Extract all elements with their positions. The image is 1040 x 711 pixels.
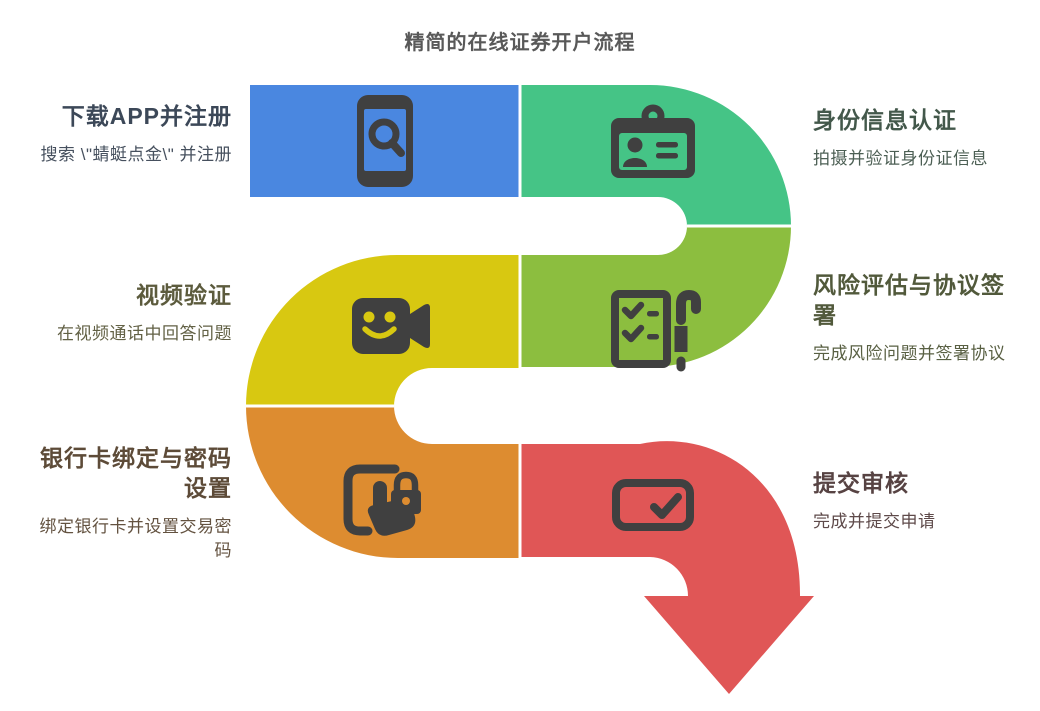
step-title: 风险评估与协议签署	[813, 272, 1005, 328]
step-label-identity: 身份信息认证 拍摄并验证身份证信息	[813, 106, 1013, 171]
step-title: 提交审核	[813, 470, 909, 496]
step-description: 绑定银行卡并设置交易密码	[39, 516, 232, 560]
step-label-bankcard: 银行卡绑定与密码设置 绑定银行卡并设置交易密码	[32, 444, 232, 562]
step-title: 下载APP并注册	[61, 103, 232, 129]
checklist-pen-icon	[611, 289, 701, 372]
id-card-icon	[611, 104, 695, 178]
video-camera-icon	[352, 298, 430, 354]
step-title: 身份信息认证	[813, 107, 957, 133]
step-description: 在视频通话中回答问题	[57, 323, 232, 343]
step-description: 搜索 \"蜻蜓点金\" 并注册	[40, 144, 232, 164]
segment-dividers	[243, 85, 794, 558]
phone-search-icon	[357, 95, 413, 187]
step-label-video: 视频验证 在视频通话中回答问题	[32, 281, 232, 346]
step-label-download: 下载APP并注册 搜索 \"蜻蜓点金\" 并注册	[32, 102, 232, 167]
touch-lock-icon	[343, 464, 421, 536]
step-label-risk: 风险评估与协议签署 完成风险问题并签署协议	[813, 271, 1013, 366]
page-title: 精简的在线证券开户流程	[404, 32, 636, 54]
step-description: 完成并提交申请	[813, 511, 936, 531]
step-description: 拍摄并验证身份证信息	[813, 148, 988, 168]
step-title: 视频验证	[136, 282, 232, 308]
submit-check-icon	[612, 479, 694, 531]
flow-segment-submit-arrow	[520, 441, 814, 694]
step-label-submit: 提交审核 完成并提交申请	[813, 469, 1013, 534]
step-title: 银行卡绑定与密码设置	[40, 445, 232, 501]
step-description: 完成风险问题并签署协议	[813, 343, 1006, 363]
